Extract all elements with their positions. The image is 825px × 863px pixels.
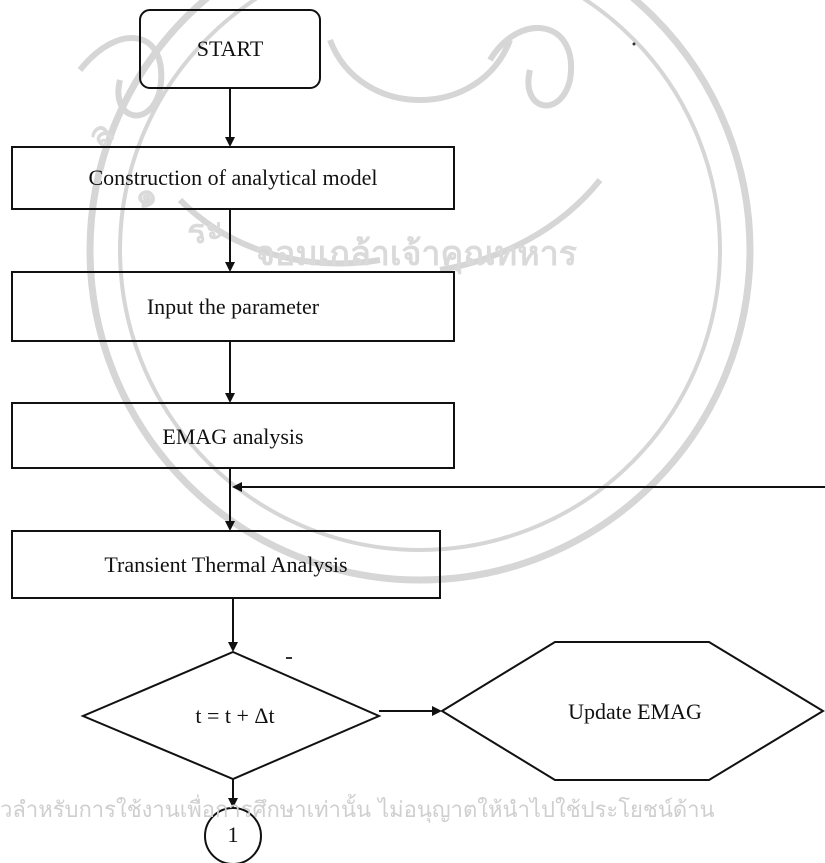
connector-label: 1 <box>227 822 239 847</box>
update-emag-shape <box>440 641 825 781</box>
emag-analysis-box <box>11 402 455 469</box>
decision-label: t = t + Δt <box>195 703 275 728</box>
construction-label: Construction of analytical model <box>88 165 378 190</box>
emag-analysis-label: EMAG analysis <box>162 424 304 449</box>
connector-circle <box>204 807 262 863</box>
transient-thermal-box <box>11 530 441 599</box>
input-parameter-box <box>11 271 455 342</box>
transient-thermal-label: Transient Thermal Analysis <box>104 552 348 577</box>
construction-box <box>11 146 455 210</box>
update-emag-label: Update EMAG <box>568 699 702 724</box>
scan-dot <box>632 42 636 46</box>
input-parameter-label: Input the parameter <box>146 294 320 319</box>
footer-watermark-text: วลำหรับการใช้งานเพื่อการศึกษาเท่านั้น ไม… <box>0 798 715 823</box>
start-label: START <box>196 36 264 61</box>
